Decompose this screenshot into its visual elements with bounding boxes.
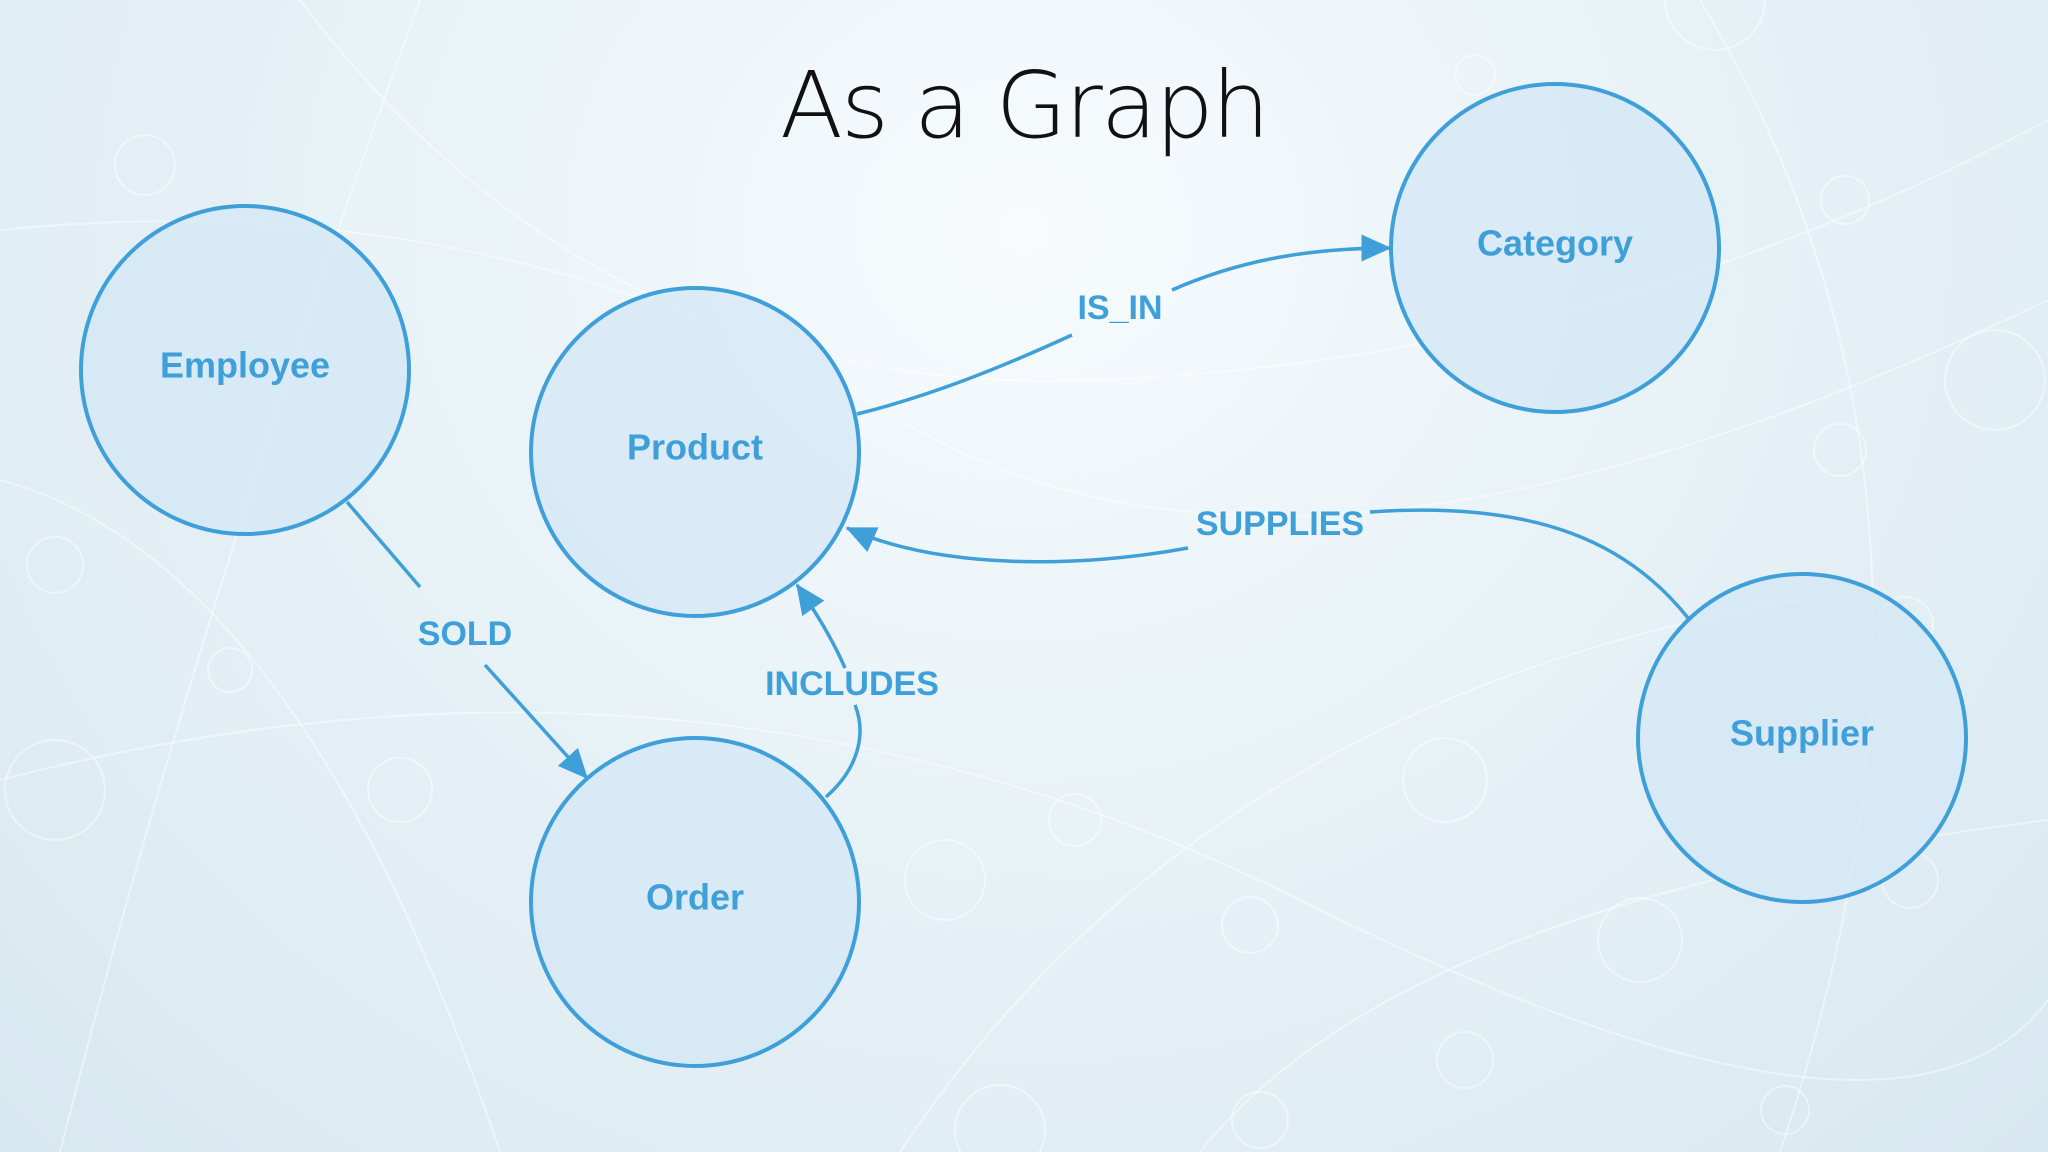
edge-supplies-line <box>847 510 1690 620</box>
edge-includes-label: INCLUDES <box>765 665 939 703</box>
edge-supplies: SUPPLIES <box>847 505 1690 620</box>
edge-sold-line <box>345 500 587 778</box>
edge-sold: SOLD <box>345 500 587 778</box>
node-order[interactable]: Order <box>529 736 861 1068</box>
node-category[interactable]: Category <box>1389 82 1721 414</box>
node-employee[interactable]: Employee <box>79 204 411 536</box>
edge-includes-line <box>797 585 862 799</box>
node-category-label: Category <box>1477 223 1633 264</box>
edge-supplies-label: SUPPLIES <box>1196 505 1364 543</box>
edge-is-in: IS_IN <box>856 248 1390 416</box>
edge-sold-label: SOLD <box>418 615 512 653</box>
edge-includes: INCLUDES <box>765 585 939 799</box>
node-product[interactable]: Product <box>529 286 861 618</box>
node-supplier[interactable]: Supplier <box>1636 572 1968 904</box>
node-supplier-label: Supplier <box>1730 713 1874 754</box>
edge-is-in-label: IS_IN <box>1077 289 1162 327</box>
slide-title: As a Graph <box>780 52 1270 159</box>
node-employee-label: Employee <box>160 345 330 386</box>
node-product-label: Product <box>627 427 763 468</box>
edge-is-in-line <box>856 248 1390 416</box>
node-order-label: Order <box>646 877 744 918</box>
